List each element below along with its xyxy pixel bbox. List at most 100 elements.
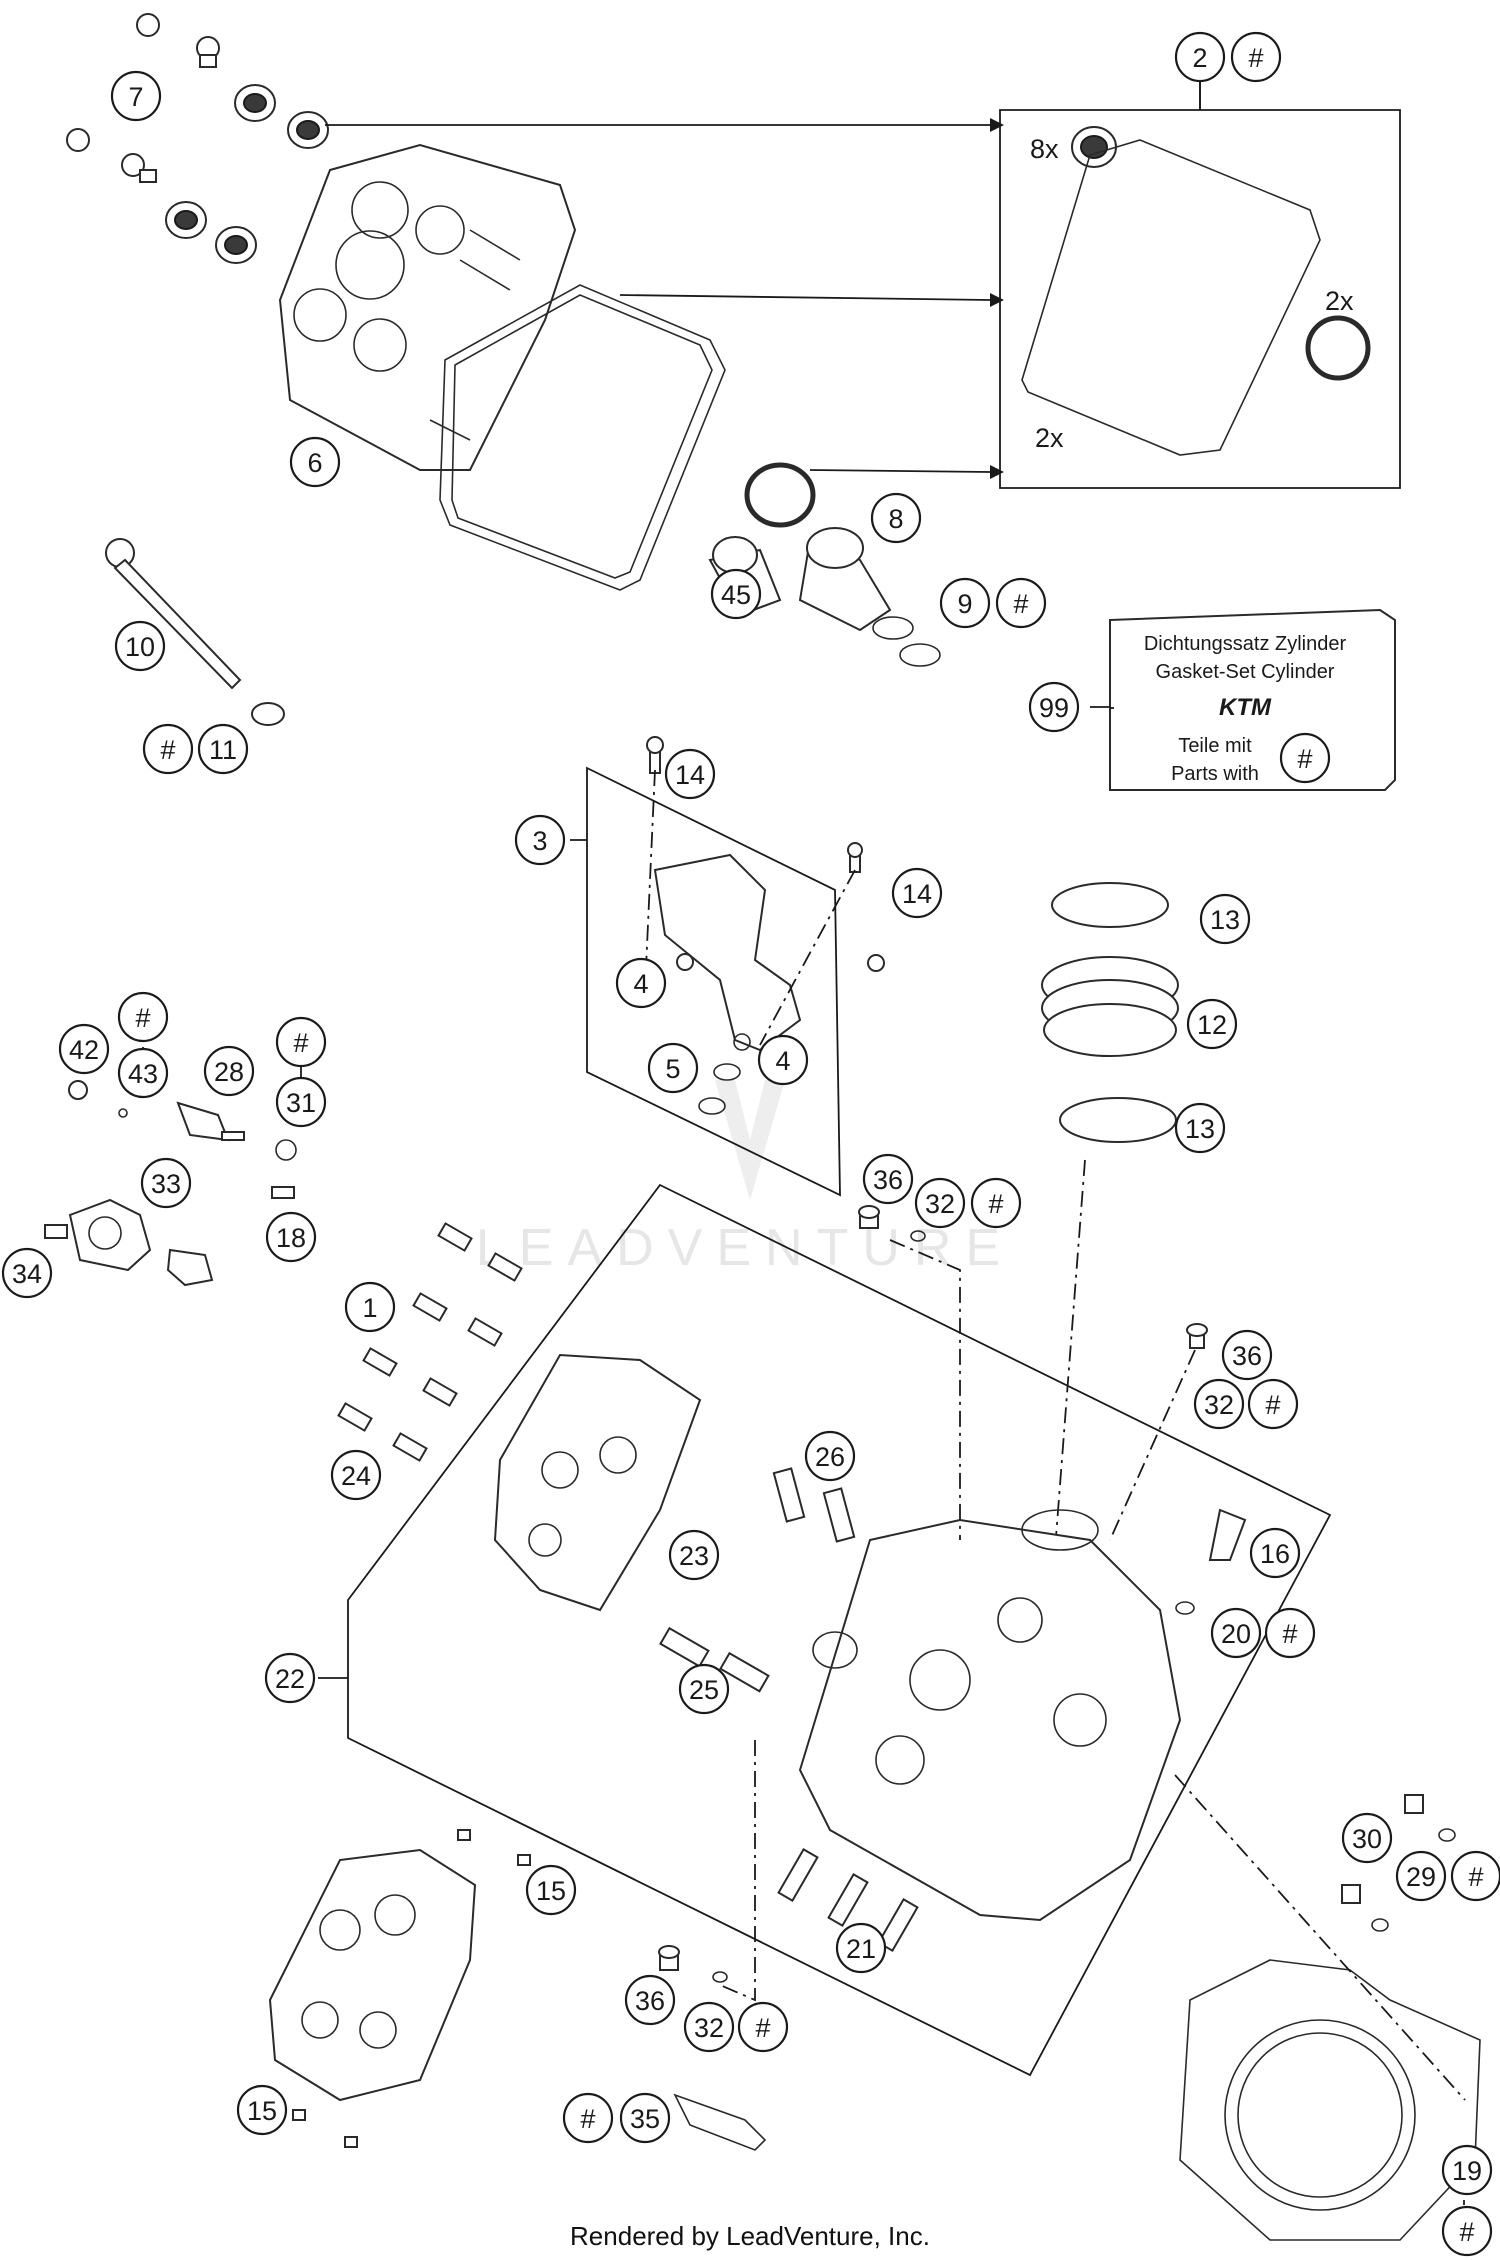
- callout-circle: [562, 2092, 614, 2144]
- callout-circle: [647, 1042, 699, 1094]
- callout-label: 6: [307, 448, 322, 478]
- callout-label: 16: [1260, 1539, 1290, 1569]
- callout-circle: [289, 436, 341, 488]
- callout-c13a: 13: [1199, 893, 1251, 945]
- kit-hash-callout: #: [1279, 732, 1331, 784]
- intake-boot-clamps: [1041, 882, 1179, 1551]
- callout-circle: [1028, 681, 1080, 733]
- callout-c11h: #: [142, 723, 194, 775]
- callout-circle: [110, 70, 162, 122]
- callout-label: 36: [1232, 1341, 1262, 1371]
- callout-circle: [995, 577, 1047, 629]
- callout-label: 20: [1221, 1619, 1251, 1649]
- callout-c35h: #: [562, 2092, 614, 2144]
- callout-circle: [1395, 1850, 1447, 1902]
- small-fasteners-top: [66, 13, 220, 183]
- callout-c14a: 14: [664, 748, 716, 800]
- callout-label: #: [293, 1028, 308, 1058]
- callout-circle: [678, 1663, 730, 1715]
- callout-circle: [1221, 1329, 1273, 1381]
- callout-c6: 6: [289, 436, 341, 488]
- callout-circle: [236, 2084, 288, 2136]
- callout-circle: [344, 1281, 396, 1333]
- lower-bearing-bridge: [268, 1829, 531, 2148]
- callout-circle: [1210, 1607, 1262, 1659]
- callout-label: 99: [1039, 693, 1069, 723]
- seal-rings-top: [165, 84, 329, 264]
- callout-c9h: #: [995, 577, 1047, 629]
- callout-c42: 42: [58, 1023, 110, 1075]
- callout-c30: 30: [1341, 1812, 1393, 1864]
- qty-orings: 2x: [1325, 286, 1354, 316]
- callout-c9: 9: [939, 577, 991, 629]
- callout-circle: [1441, 2144, 1493, 2196]
- callout-circle: [1230, 31, 1282, 83]
- kit-brand: KTM: [1219, 694, 1272, 721]
- callout-label: 32: [1204, 1390, 1234, 1420]
- callout-c25: 25: [678, 1663, 730, 1715]
- footer-credit: Rendered by LeadVenture, Inc.: [570, 2221, 930, 2251]
- callout-label: 15: [536, 1876, 566, 1906]
- kit-line-1: Dichtungssatz Zylinder: [1144, 633, 1347, 655]
- callout-circle: [683, 2001, 735, 2053]
- callout-c35: 35: [619, 2092, 671, 2144]
- callout-c4b: 4: [757, 1034, 809, 1086]
- callout-c4a: 4: [615, 957, 667, 1009]
- callout-c13b: 13: [1174, 1102, 1226, 1154]
- small-gasket: [673, 2093, 767, 2151]
- callout-circle: [203, 1045, 255, 1097]
- callout-circle: [710, 568, 762, 620]
- callout-label: 13: [1185, 1114, 1215, 1144]
- callout-c32ah: #: [970, 1177, 1022, 1229]
- callout-c10: 10: [114, 620, 166, 672]
- water-temp-sensor-group: [44, 1080, 297, 1287]
- callout-label: 14: [675, 760, 705, 790]
- callout-label: 30: [1352, 1824, 1382, 1854]
- callout-label: 22: [275, 1664, 305, 1694]
- callout-c12: 12: [1186, 998, 1238, 1050]
- callout-c19: 19: [1441, 2144, 1493, 2196]
- callout-label: #: [1468, 1862, 1483, 1892]
- callout-label: 2: [1192, 43, 1207, 73]
- kit-line-2: Gasket-Set Cylinder: [1156, 661, 1335, 683]
- callout-label: 8: [888, 504, 903, 534]
- callout-label: 36: [873, 1165, 903, 1195]
- callout-c7: 7: [110, 70, 162, 122]
- callout-c32c: 32: [683, 2001, 735, 2053]
- callout-circle: [330, 1449, 382, 1501]
- callout-label: 31: [286, 1088, 316, 1118]
- callout-label: 1: [362, 1293, 377, 1323]
- callout-label: 14: [902, 879, 932, 909]
- callout-circle: [1199, 893, 1251, 945]
- callout-label: 21: [846, 1934, 876, 1964]
- callout-c34: 34: [1, 1247, 53, 1299]
- callout-label: 32: [694, 2013, 724, 2043]
- callout-label: 23: [679, 1541, 709, 1571]
- callout-label: 42: [69, 1035, 99, 1065]
- callout-label: #: [1265, 1390, 1280, 1420]
- callout-c31: 31: [275, 1076, 327, 1128]
- callout-c43h: #: [117, 991, 169, 1043]
- callout-circle: [264, 1652, 316, 1704]
- callout-circle: [117, 1047, 169, 1099]
- callout-circle: [835, 1922, 887, 1974]
- callout-c26: 26: [804, 1430, 856, 1482]
- callout-circle: [737, 2001, 789, 2053]
- callout-c36b: 36: [1221, 1329, 1273, 1381]
- callout-label: 28: [214, 1057, 244, 1087]
- callout-circle: [1, 1247, 53, 1299]
- callout-label: #: [755, 2013, 770, 2043]
- callout-c1: 1: [344, 1281, 396, 1333]
- callout-circle: [939, 577, 991, 629]
- callout-label: 25: [689, 1675, 719, 1705]
- secondary-air-valve-group: [570, 736, 885, 1197]
- callout-circle: [142, 723, 194, 775]
- callout-c32ch: #: [737, 2001, 789, 2053]
- callout-c23: 23: [668, 1529, 720, 1581]
- head-gasket: [1174, 1774, 1481, 2241]
- callout-c5: 5: [647, 1042, 699, 1094]
- callout-label: 7: [128, 82, 143, 112]
- callout-circle: [525, 1864, 577, 1916]
- callout-label: 3: [532, 826, 547, 856]
